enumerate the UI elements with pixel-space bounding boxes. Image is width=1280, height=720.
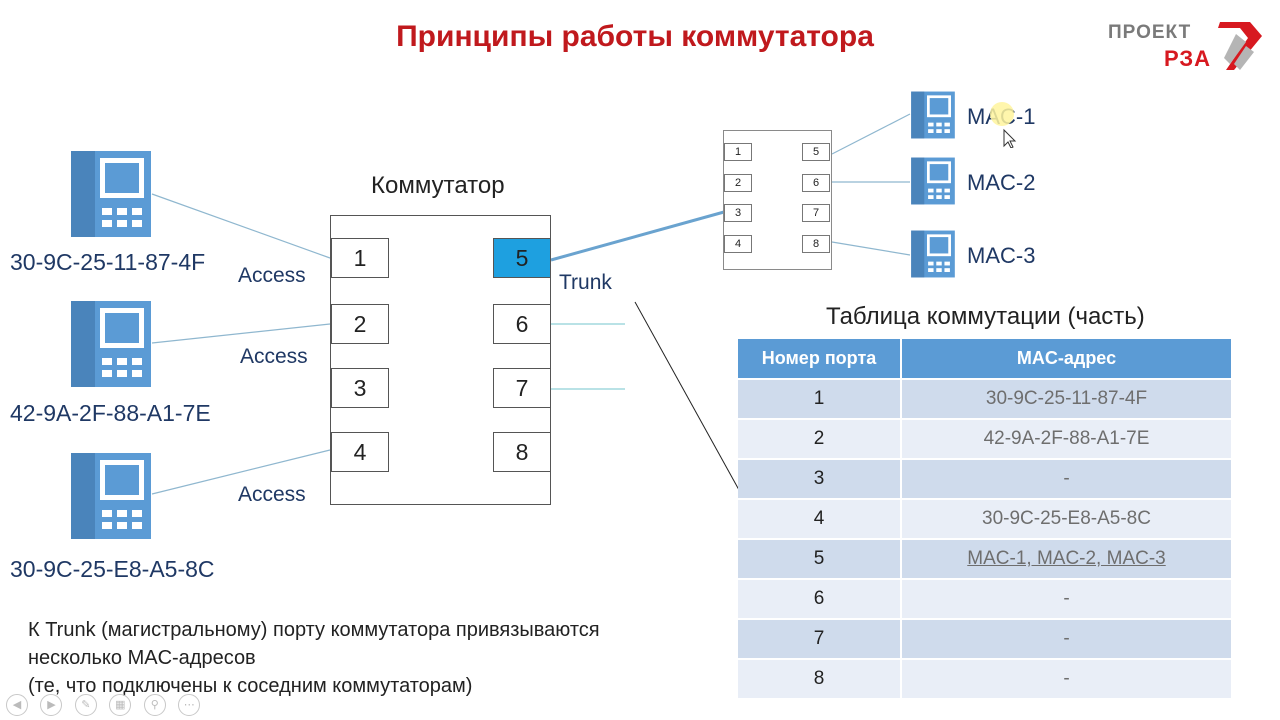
table-row: 2 42-9A-2F-88-A1-7E [738,418,1233,459]
cell-port: 4 [738,498,902,539]
table-row: 4 30-9C-25-E8-A5-8C [738,498,1233,539]
cell-mac: - [901,458,1233,499]
note-line-3: (те, что подключены к соседним коммутато… [28,675,473,697]
cell-port: 8 [738,658,902,698]
column-header-port: Номер порта [738,339,902,379]
logo-text-2: РЗА [1164,46,1212,71]
switch-port-2: 2 [331,304,389,344]
cell-port: 6 [738,578,902,619]
neighbor-port-8: 8 [802,235,830,253]
access-label: Access [238,264,306,287]
switch-port-1: 1 [331,238,389,278]
next-slide-icon[interactable]: ▶ [40,694,63,716]
switch-port-5: 5 [493,238,551,278]
table-row: 8 - [738,658,1233,698]
access-label: Access [238,483,306,506]
trunk-link [550,210,725,262]
switching-table: Номер порта MAC-адрес 1 30-9C-25-11-87-4… [738,339,1233,698]
ip-phone-icon [911,91,955,139]
ip-phone-icon [71,151,151,237]
access-label: Access [240,345,308,368]
table-row: 3 - [738,458,1233,499]
neighbor-port-5: 5 [802,143,830,161]
device-mac-label: MAC-3 [967,243,1036,268]
slides-grid-icon[interactable]: ▦ [109,694,132,716]
cell-port: 3 [738,458,902,499]
link-pc1-port1 [151,193,331,259]
link-pc2-port2 [151,323,331,344]
column-header-mac: MAC-адрес [901,339,1233,379]
cell-mac: 30-9C-25-E8-A5-8C [901,498,1233,539]
table-title: Таблица коммутации (часть) [826,303,1145,330]
logo-emblem-icon [1218,22,1262,70]
cell-port: 2 [738,418,902,459]
cell-mac: 42-9A-2F-88-A1-7E [901,418,1233,459]
cell-mac: 30-9C-25-11-87-4F [901,378,1233,419]
table-row: 6 - [738,578,1233,619]
pen-icon[interactable]: ✎ [74,694,97,716]
note-line-2: несколько MAC-адресов [28,647,256,669]
note-line-1: К Trunk (магистральному) порту коммутато… [28,619,600,641]
cell-port: 7 [738,618,902,659]
switch-port-7: 7 [493,368,551,408]
mouse-cursor-icon [990,102,1017,148]
switch-label: Коммутатор [371,172,505,199]
neighbor-port-7: 7 [802,204,830,222]
table-row: 1 30-9C-25-11-87-4F [738,378,1233,419]
more-options-icon[interactable]: ⋯ [178,694,201,716]
ip-phone-icon [911,230,955,278]
switch-port-8: 8 [493,432,551,472]
switch-port-3: 3 [331,368,389,408]
table-row: 7 - [738,618,1233,659]
cell-port: 1 [738,378,902,419]
prev-slide-icon[interactable]: ◀ [6,694,28,716]
slide-toolbar: ◀ ▶ ✎ ▦ ⚲ ⋯ [6,694,208,716]
cell-mac: - [901,618,1233,659]
logo: ПРОЕКТ РЗА [1106,20,1266,76]
switch-port-6: 6 [493,304,551,344]
neighbor-port-4: 4 [724,235,752,253]
link-pc3-port4 [151,449,331,495]
zoom-icon[interactable]: ⚲ [143,694,166,716]
neighbor-port-6: 6 [802,174,830,192]
page-title: Принципы работы коммутатора [396,20,874,53]
ip-phone-icon [911,157,955,205]
cell-mac: MAC-1, MAC-2, MAC-3 [901,538,1233,579]
ip-phone-icon [71,453,151,539]
cell-port: 5 [738,538,902,579]
neighbor-port-2: 2 [724,174,752,192]
cell-mac: - [901,658,1233,698]
table-header-row: Номер порта MAC-адрес [738,339,1233,379]
device-mac-label: MAC-2 [967,170,1036,195]
ip-phone-icon [71,301,151,387]
table-row: 5 MAC-1, MAC-2, MAC-3 [738,538,1233,579]
device-mac-label: 30-9C-25-E8-A5-8C [10,556,215,582]
switch-port-4: 4 [331,432,389,472]
neighbor-port-1: 1 [724,143,752,161]
cell-mac: - [901,578,1233,619]
trunk-label: Trunk [559,271,612,294]
device-mac-label: 42-9A-2F-88-A1-7E [10,400,211,426]
device-mac-label: 30-9C-25-11-87-4F [10,249,206,275]
note-text: К Trunk (магистральному) порту коммутато… [28,616,600,700]
logo-text-1: ПРОЕКТ [1108,22,1192,43]
link-sw2-mac1 [831,113,911,155]
link-sw2-mac3 [831,241,911,256]
neighbor-port-3: 3 [724,204,752,222]
